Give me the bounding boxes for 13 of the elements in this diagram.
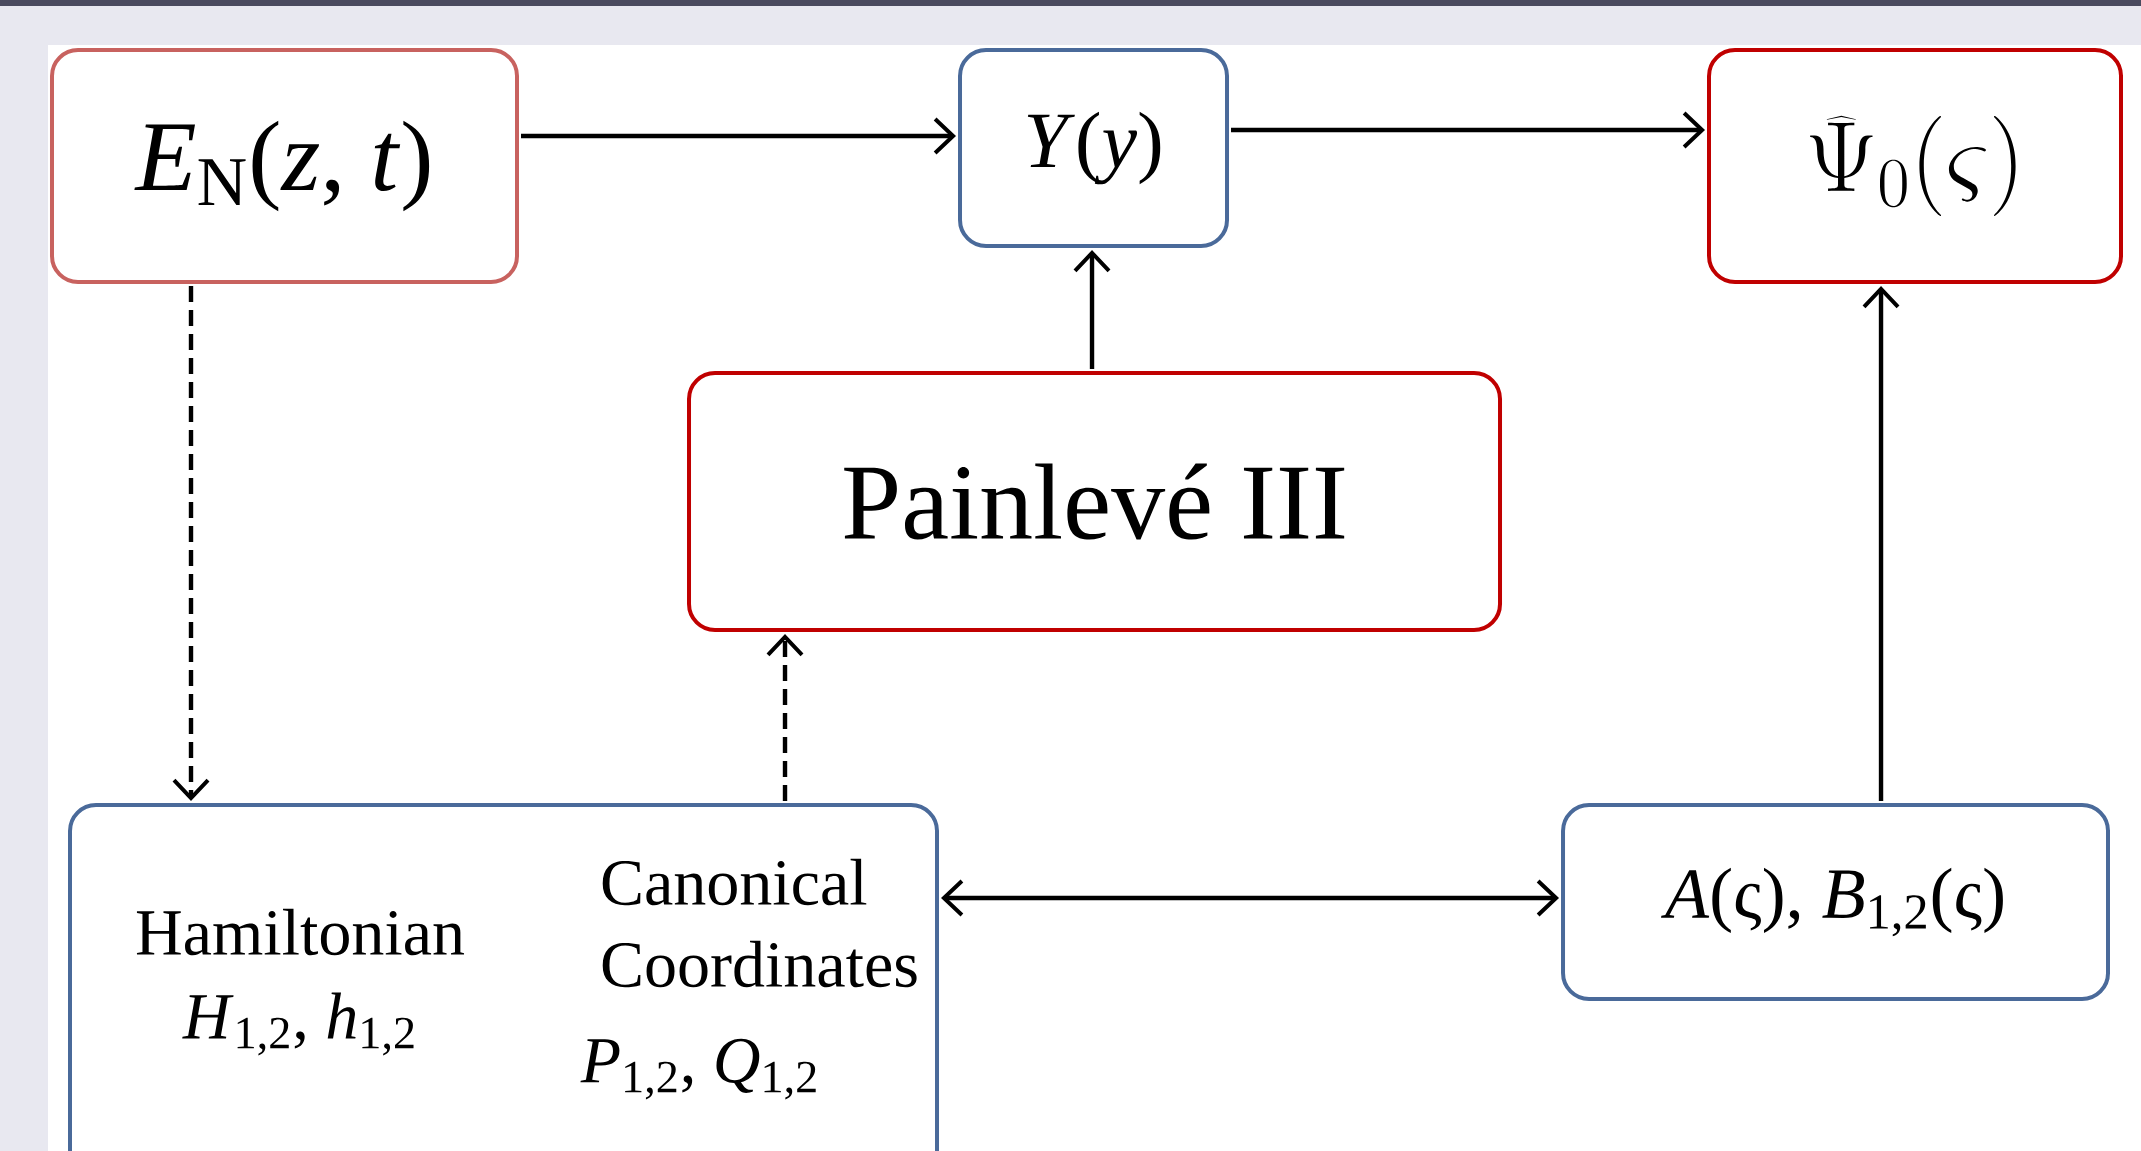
arrow (521, 117, 956, 155)
formula-box: $\widehat{\Psi}_0(\varsigma)$ (1707, 48, 2124, 284)
arrow (1073, 250, 1111, 369)
arrow (172, 286, 210, 801)
arrow (941, 879, 1560, 917)
arrow (766, 634, 804, 801)
formula-box: E$_{N}$(z, t) (50, 48, 519, 284)
formula-box: Painlevé III (687, 371, 1502, 632)
arrow (1862, 286, 1900, 801)
formula-box: Y(y) (958, 48, 1229, 248)
text-box: Hamiltonian H$_{1,2}$, h$_{1,2}$ Canonical Coordinates P$_{1,2}$, Q$_{1,2}$ (68, 803, 939, 1151)
formula-box: A(ς), B$_{1,2}$(ς) (1561, 803, 2110, 1001)
arrow (1231, 111, 1706, 149)
